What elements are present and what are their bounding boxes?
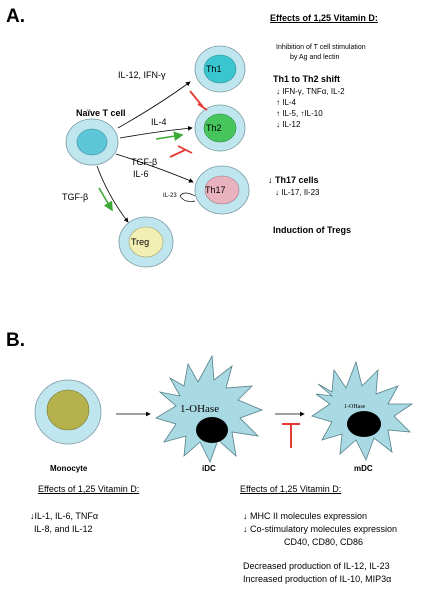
panel-a-label: A.: [6, 6, 25, 27]
effects-b-left-title: Effects of 1,25 Vitamin D:: [38, 484, 140, 494]
th1-cell: [194, 45, 246, 93]
inhibit-th17: [169, 145, 193, 158]
shift-line-2: ↑ IL-4: [276, 98, 297, 107]
idc-label: iDC: [202, 464, 216, 473]
label-il12-ifng: IL-12, IFN-γ: [118, 70, 166, 80]
right-effect-line-1: ↓ MHC II molecules expression: [243, 511, 368, 521]
right-effect-line-5: Increased production of IL-10, MIP3α: [243, 574, 392, 584]
right-effect-line-3: CD40, CD80, CD86: [284, 537, 364, 547]
arrow-to-th17: [115, 153, 194, 183]
label-tgfb-th17: TGF-β: [131, 157, 158, 167]
th17-cell: [194, 165, 250, 215]
il23-loop: [179, 192, 196, 202]
effects-b-right-title: Effects of 1,25 Vitamin D:: [240, 484, 342, 494]
naive-t-cell: [65, 118, 119, 166]
th17-effect-line: ↓ IL-17, Il-23: [275, 188, 320, 197]
inhibit-maturation: [282, 423, 300, 448]
monocyte-label: Monocyte: [50, 464, 88, 473]
monocyte-cell: [34, 379, 102, 445]
mdc-label: mDC: [354, 464, 373, 473]
mdc-cell: [311, 360, 414, 462]
inhibition-line-2: by Ag and lectin: [290, 54, 340, 61]
idc-cell: [155, 354, 264, 464]
right-effect-line-4: Decreased production of IL-12, IL-23: [243, 561, 390, 571]
label-il6: IL-6: [133, 169, 149, 179]
tregs-effect: Induction of Tregs: [273, 225, 351, 235]
effects-a-title: Effects of 1,25 Vitamin D:: [270, 13, 378, 23]
left-effect-line-2: IL-8, and IL-12: [34, 524, 93, 534]
green-arrow-th2: [155, 131, 184, 141]
label-il23-loop: IL-23: [163, 193, 177, 199]
th2-cell: [194, 104, 246, 152]
naive-t-cell-label: Naïve T cell: [76, 108, 126, 118]
panel-b-label: B.: [6, 330, 25, 351]
arrow-to-treg: [96, 165, 129, 223]
mdc-enzyme-label: 1-OHase: [344, 404, 366, 410]
shift-line-3: ↑ IL-5, ↑IL-10: [276, 109, 323, 118]
label-il4: IL-4: [151, 117, 167, 127]
inhibition-line-1: Inhibition of T cell stimulation: [276, 44, 366, 51]
th1-label: Th1: [206, 64, 222, 74]
arrow-to-th1: [117, 81, 191, 129]
idc-enzyme-label: 1-OHase: [180, 403, 220, 415]
shift-line-1: ↓ IFN-γ, TNFα, IL-2: [276, 87, 345, 96]
th17-effect-title: ↓ Th17 cells: [268, 175, 319, 185]
shift-title: Th1 to Th2 shift: [273, 74, 340, 84]
th17-label: Th17: [205, 185, 226, 195]
th2-label: Th2: [206, 123, 222, 133]
green-arrow-treg: [98, 187, 113, 212]
left-effect-line-1: ↓IL-1, IL-6, TNFα: [30, 511, 99, 521]
shift-line-4: ↓ IL-12: [276, 120, 301, 129]
label-tgfb-treg: TGF-β: [62, 192, 89, 202]
right-effect-line-2: ↓ Co-stimulatory molecules expression: [243, 524, 398, 534]
inhibit-th1: [189, 90, 208, 111]
treg-cell: [118, 216, 174, 268]
arrow-to-th2: [119, 125, 193, 139]
treg-label: Treg: [131, 237, 150, 247]
